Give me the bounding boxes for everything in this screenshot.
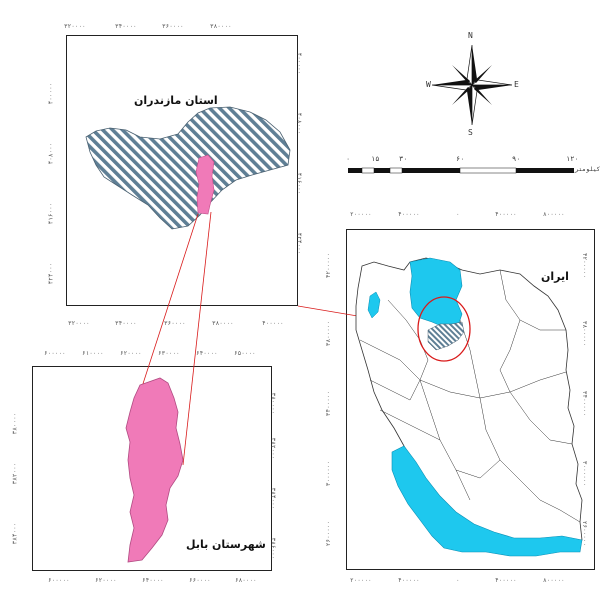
tick-label: ۳۸۰۰۰۰ (210, 23, 232, 30)
tick-label: ۴۰۰۰۰۰ (495, 577, 517, 584)
tick-label: ۶۴۰۰۰۰ (196, 350, 218, 357)
tick-label: ۴۰۰۰۰۰ (262, 320, 284, 327)
tick-label: ۶۵۰۰۰۰ (234, 350, 256, 357)
tick-label: ۶۴۰۰۰۰ (142, 577, 164, 584)
tick-label: ۶۰۰۰۰۰ (44, 350, 66, 357)
babol-county-shape (125, 377, 184, 563)
tick-label: ۴۰۰۰۰۰ (495, 211, 517, 218)
scale-label: ۱۵ (371, 155, 380, 163)
tick-label: ۶۸۰۰۰۰ (235, 577, 257, 584)
tick-label: ۸۰۰۰۰۰ (543, 577, 565, 584)
tick-label: ۳۶۰۰۰۰ (162, 23, 184, 30)
mazandaran-province-shape (85, 106, 291, 230)
tick-label: ۶۲۰۰۰۰ (95, 577, 117, 584)
tick-label: ۲۰۰۰۰۰ (350, 211, 372, 218)
scale-label: ۰ (346, 155, 351, 163)
leader-line (182, 211, 212, 466)
compass-south-label: S (468, 128, 473, 137)
scale-label: ۹۰ (512, 155, 521, 163)
tick-label: ۶۳۰۰۰۰ (158, 350, 180, 357)
north-arrow-icon (431, 44, 513, 126)
province-map-title: استان مازندران (134, 94, 218, 107)
tick-label: ۴۰۰۰۰۰ (398, 211, 420, 218)
tick-label: ۳۶۰۰۰۰ (164, 320, 186, 327)
mazandaran-in-iran (427, 321, 465, 351)
highlight-circle (417, 296, 471, 362)
tick-label: ۴۰۰۰۰۰ (398, 577, 420, 584)
tick-label: ۰ (456, 211, 460, 218)
persian-gulf (391, 445, 583, 557)
tick-label: ۶۰۰۰۰۰ (48, 577, 70, 584)
tick-label: ۶۱۰۰۰۰ (82, 350, 104, 357)
compass-east-label: E (514, 80, 519, 89)
tick-label: ۶۲۰۰۰۰ (120, 350, 142, 357)
county-map-title: شهرستان بابل (186, 538, 266, 551)
tick-label: ۳۲۰۰۰۰ (68, 320, 90, 327)
compass-west-label: W (426, 80, 431, 89)
scale-label: ۱۲۰ (566, 155, 579, 163)
babol-in-province-shape (195, 154, 215, 215)
tick-label: ۳۴۰۰۰۰ (115, 23, 137, 30)
tick-label: ۳۴۰۰۰۰ (115, 320, 137, 327)
scale-label: ۶۰ (456, 155, 465, 163)
tick-label: ۶۶۰۰۰۰ (189, 577, 211, 584)
country-map-title: ایران (541, 270, 569, 283)
scale-unit-label: کیلومتر (575, 166, 601, 173)
scale-bar (348, 167, 574, 174)
scale-label: ۳۰ (399, 155, 408, 163)
lake-urmia (367, 291, 381, 319)
iran-outline (355, 257, 583, 549)
tick-label: ۰ (456, 577, 460, 584)
tick-label: ۳۲۰۰۰۰ (64, 23, 86, 30)
tick-label: ۳۸۰۰۰۰ (212, 320, 234, 327)
compass-north-label: N (468, 31, 473, 40)
tick-label: ۸۰۰۰۰۰ (543, 211, 565, 218)
tick-label: ۲۰۰۰۰۰ (350, 577, 372, 584)
